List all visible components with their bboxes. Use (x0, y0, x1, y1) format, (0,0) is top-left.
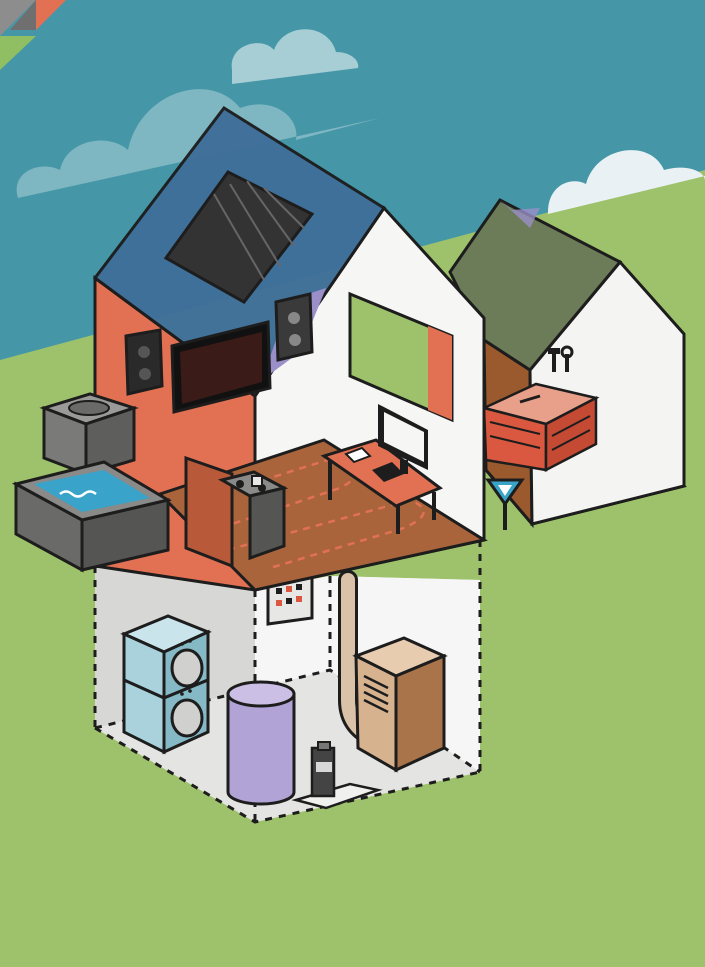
water-heater-icon (228, 682, 294, 804)
fridge-icon (186, 458, 232, 566)
furnace-icon (356, 638, 444, 770)
speaker-icon (126, 330, 162, 394)
air-conditioner-icon (44, 394, 134, 474)
speaker-icon (276, 294, 312, 360)
